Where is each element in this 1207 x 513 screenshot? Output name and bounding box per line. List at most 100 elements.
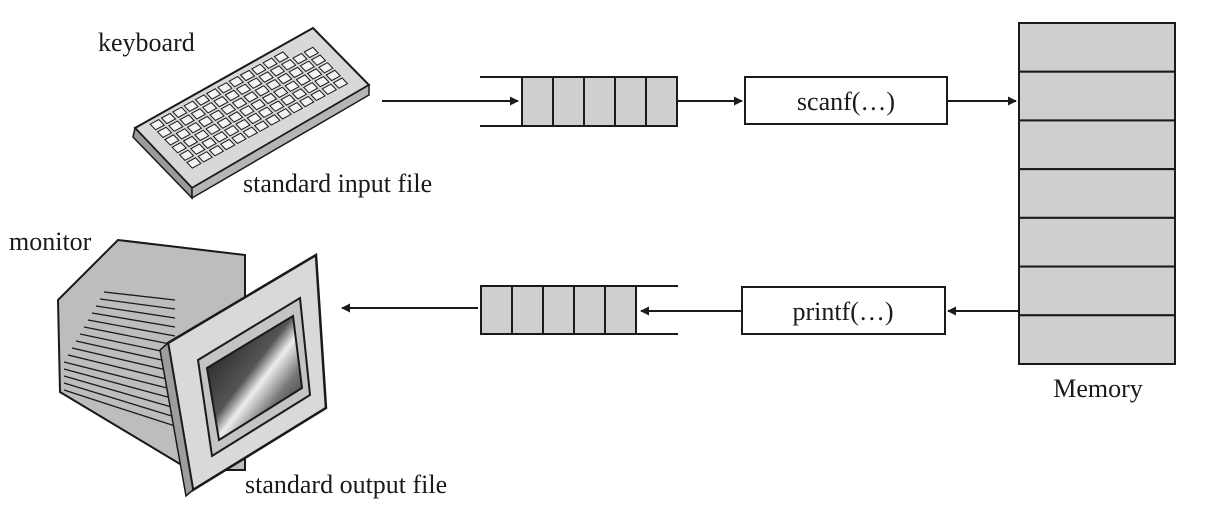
standard-input-file-label: standard input file bbox=[243, 169, 432, 198]
keyboard-key bbox=[216, 117, 233, 129]
keyboard-key bbox=[205, 123, 221, 136]
keyboard-key bbox=[318, 62, 334, 74]
keyboard-key bbox=[175, 128, 191, 140]
keyboard-key bbox=[321, 83, 338, 96]
keyboard-key bbox=[254, 85, 270, 97]
keyboard-key bbox=[235, 83, 252, 96]
keyboard-key bbox=[332, 77, 349, 89]
monitor-vent bbox=[87, 319, 176, 337]
keyboard-key bbox=[276, 72, 293, 85]
keyboard-key bbox=[186, 157, 202, 169]
keyboard-key bbox=[243, 91, 259, 103]
memory-cell bbox=[1018, 314, 1176, 365]
keyboard-key bbox=[261, 92, 278, 105]
keyboard-key bbox=[288, 66, 304, 79]
input-buffer-cell bbox=[521, 76, 554, 127]
keyboard-key bbox=[314, 75, 330, 88]
memory-label: Memory bbox=[1053, 374, 1143, 403]
keyboard-key bbox=[310, 54, 327, 66]
keyboard-key bbox=[213, 95, 229, 108]
keyboard-key bbox=[201, 101, 218, 114]
keyboard-key bbox=[182, 135, 199, 148]
keyboard-key bbox=[239, 105, 255, 117]
keyboard-key bbox=[250, 63, 267, 76]
memory-cell bbox=[1018, 119, 1176, 171]
keyboard-key bbox=[208, 144, 225, 157]
output-buffer-cell bbox=[604, 285, 637, 335]
monitor-vent bbox=[63, 389, 176, 427]
keyboard-key bbox=[186, 121, 203, 134]
keyboard-key bbox=[310, 89, 326, 102]
input-buffer-cell bbox=[583, 76, 616, 127]
keyboard-key bbox=[209, 109, 225, 122]
keyboard-key bbox=[269, 100, 285, 112]
keyboard-key bbox=[171, 141, 188, 154]
memory-cell bbox=[1018, 216, 1176, 268]
keyboard-key bbox=[262, 57, 278, 70]
keyboard-key bbox=[190, 143, 206, 155]
keyboard-key bbox=[212, 131, 229, 143]
keyboard-key bbox=[190, 108, 207, 120]
keyboard-key bbox=[257, 106, 274, 119]
keyboard-key bbox=[197, 151, 213, 163]
printf-box: printf(…) bbox=[741, 286, 946, 335]
keyboard-key bbox=[250, 98, 267, 111]
output-buffer-cell bbox=[511, 285, 544, 335]
keyboard-key bbox=[291, 88, 308, 100]
memory-block bbox=[1018, 22, 1176, 365]
keyboard-key bbox=[284, 80, 300, 93]
monitor-label: monitor bbox=[9, 227, 92, 256]
keyboard-key bbox=[246, 112, 263, 125]
keyboard-key bbox=[253, 120, 270, 132]
monitor-vent bbox=[79, 333, 176, 355]
keyboard-key bbox=[276, 108, 292, 120]
keyboard-key bbox=[299, 60, 316, 73]
keyboard-key bbox=[220, 103, 237, 116]
monitor-vent bbox=[63, 382, 176, 418]
keyboard-key bbox=[239, 69, 256, 82]
keyboard-icon bbox=[132, 26, 371, 200]
printf-label: printf(…) bbox=[792, 297, 893, 326]
monitor-vent bbox=[103, 291, 176, 301]
monitor-vent bbox=[63, 368, 176, 400]
scanf-label: scanf(…) bbox=[797, 87, 895, 116]
input-buffer-cell bbox=[645, 76, 678, 127]
keyboard-key bbox=[171, 106, 188, 119]
keyboard-key bbox=[224, 89, 241, 102]
keyboard-key bbox=[303, 46, 320, 59]
keyboard-key bbox=[149, 118, 166, 131]
keyboard-key bbox=[231, 132, 247, 145]
input-buffer-cell bbox=[614, 76, 647, 127]
output-buffer bbox=[480, 285, 678, 335]
keyboard-key bbox=[194, 94, 211, 106]
memory-cell bbox=[1018, 22, 1176, 73]
keyboard-key bbox=[273, 51, 290, 63]
keyboard-key bbox=[183, 100, 199, 113]
keyboard-key bbox=[258, 71, 274, 83]
monitor-vent bbox=[91, 312, 176, 328]
monitor-vent bbox=[95, 305, 176, 319]
keyboard-key bbox=[168, 120, 184, 132]
keyboard-key bbox=[231, 97, 248, 109]
keyboard-key bbox=[287, 101, 304, 114]
keyboard-key bbox=[160, 112, 177, 125]
keyboard-key bbox=[295, 74, 312, 86]
keyboard-key bbox=[205, 88, 222, 100]
keyboard-key bbox=[302, 81, 319, 94]
keyboard-key bbox=[325, 69, 342, 82]
keyboard-key bbox=[197, 115, 214, 128]
memory-cell bbox=[1018, 70, 1176, 122]
keyboard-key bbox=[280, 94, 296, 106]
keyboard-key bbox=[280, 58, 297, 71]
scanf-box: scanf(…) bbox=[744, 76, 948, 125]
standard-output-file-label: standard output file bbox=[245, 470, 447, 499]
keyboard-key bbox=[227, 111, 244, 123]
keyboard-key bbox=[228, 75, 245, 88]
keyboard-key bbox=[235, 118, 251, 131]
keyboard-key bbox=[193, 129, 210, 142]
output-buffer-cell bbox=[480, 285, 513, 335]
monitor-vent bbox=[99, 298, 176, 310]
keyboard-key bbox=[247, 77, 263, 89]
keyboard-key bbox=[292, 52, 308, 65]
